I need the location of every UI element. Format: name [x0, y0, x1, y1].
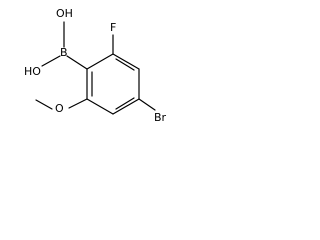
bond-c4-bromine — [138, 98, 156, 111]
ring-double-bond-2 — [115, 58, 135, 71]
structure-diagram: OH HO B F Br O — [0, 0, 204, 138]
label-bromine: Br — [154, 111, 167, 124]
ring-bond-c5-c6 — [86, 98, 114, 115]
molecule-svg: OH HO B F Br O — [24, 7, 167, 124]
label-oxygen: O — [55, 102, 64, 115]
ring-bond-c1-c2 — [86, 53, 114, 70]
ring-bond-c4-c5 — [112, 98, 140, 115]
bond-c6-oxygen — [68, 98, 88, 109]
ring-bond-c2-c3 — [112, 53, 140, 70]
label-fluorine: F — [110, 21, 116, 34]
ring-double-bond-3 — [115, 97, 135, 110]
bond-oxygen-methyl — [35, 99, 53, 110]
label-oh-bottom: HO — [24, 65, 41, 78]
label-oh-top: OH — [56, 7, 73, 20]
label-boron: B — [60, 46, 68, 59]
bond-c1-boron — [66, 55, 88, 70]
bond-boron-oh-bottom — [41, 55, 61, 67]
